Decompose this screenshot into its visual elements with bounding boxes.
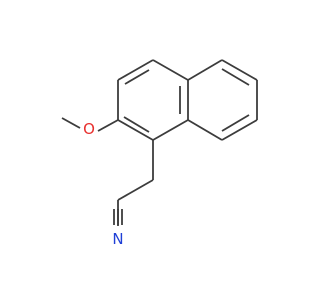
- bond-c4a-c5: [187, 59, 223, 81]
- bond-c1-c2-double: [123, 116, 150, 133]
- bond-o-ch3: [61, 117, 81, 129]
- bond-c8a-c1: [152, 119, 189, 141]
- bond-c5-c6: [221, 59, 258, 81]
- bond-c2-o: [97, 119, 119, 132]
- bond-c7-c8: [221, 119, 258, 141]
- bond-c3-c4-double: [124, 69, 150, 85]
- bond-c7-c8-double: [221, 114, 250, 132]
- bond-c4-c4a: [152, 59, 189, 81]
- bond-c1-c2: [117, 119, 154, 141]
- bond-c5-c6-double: [221, 68, 250, 86]
- bond-c8-c8a: [187, 119, 223, 141]
- oxygen-atom-label: O: [83, 120, 95, 138]
- nitrogen-atom-label: N: [112, 230, 123, 248]
- bond-ch2a-ch2b: [117, 179, 154, 201]
- bond-c3-c4: [117, 59, 154, 81]
- chemical-structure-diagram: O N: [61, 59, 258, 248]
